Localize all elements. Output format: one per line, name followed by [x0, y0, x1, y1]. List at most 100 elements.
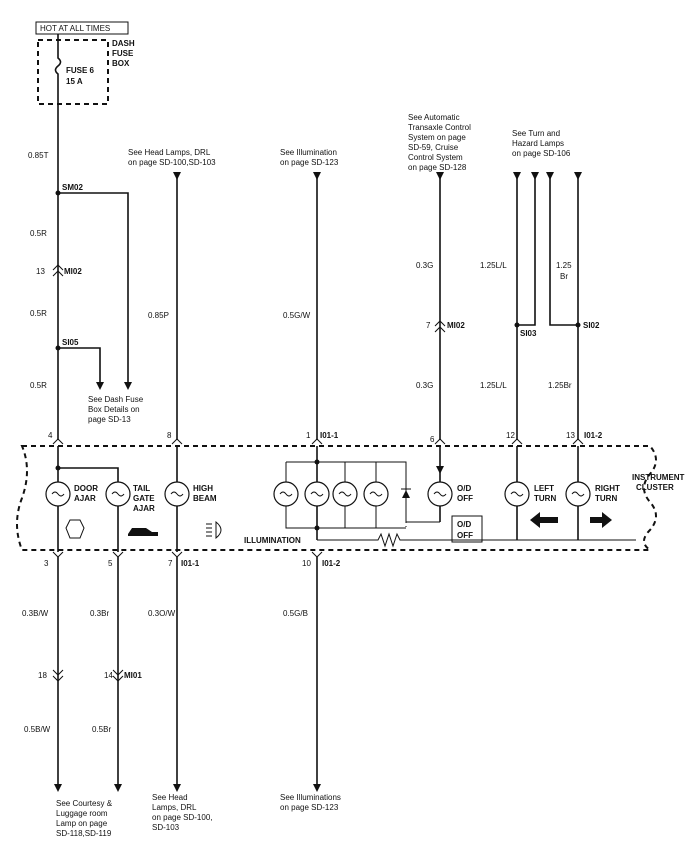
right-turn-2: TURN: [595, 494, 617, 503]
mi01-connector-symbols: [52, 669, 124, 682]
splice-si03: SI03: [520, 329, 537, 338]
ref-courtesy-4: SD-118,SD-119: [56, 829, 112, 838]
pin-12: 12: [506, 431, 515, 440]
wire-05r-a: 0.5R: [30, 229, 47, 238]
cluster-name-1: INSTRUMENT: [632, 473, 685, 482]
wire-03g-b: 0.3G: [416, 381, 433, 390]
mi02-pin: 13: [36, 267, 45, 276]
arrow-courtesy-2: [114, 784, 122, 792]
arrow-head-lamps-bot: [173, 784, 181, 792]
high-beam-2: BEAM: [193, 494, 217, 503]
pin-4: 4: [48, 431, 53, 440]
ref-auto-3: System on page: [408, 133, 466, 142]
io1-1-top: I01-1: [320, 431, 339, 440]
tail-gate-tap-wire: [58, 467, 119, 480]
ref-courtesy-3: Lamp on page: [56, 819, 108, 828]
illumination-lamps: [273, 462, 389, 528]
top-pin-marks: [52, 438, 584, 445]
ref-illum-bot-2: on page SD-123: [280, 803, 339, 812]
high-beam-filament: [170, 491, 184, 497]
mi02b-pin: 7: [426, 321, 431, 330]
mi02b-name: MI02: [447, 321, 465, 330]
pin-8: 8: [167, 431, 172, 440]
turn-wire-right-b: [549, 172, 578, 326]
illumination-resistor-wire: [317, 532, 636, 548]
fuse-name: FUSE 6: [66, 66, 95, 75]
ref-turn-3: on page SD-106: [512, 149, 571, 158]
right-turn-1: RIGHT: [595, 484, 620, 493]
ref-head-lamps-top-1: See Head Lamps, DRL: [128, 148, 211, 157]
hot-label: HOT AT ALL TIMES: [40, 24, 110, 33]
door-ajar-1: DOOR: [74, 484, 98, 493]
wire-085p: 0.85P: [148, 311, 169, 320]
mi01-name: MI01: [124, 671, 142, 680]
wire-05r-b: 0.5R: [30, 309, 47, 318]
pin-10: 10: [302, 559, 311, 568]
ref-head-bot-1: See Head: [152, 793, 188, 802]
si05-branch-wire: [58, 347, 101, 385]
ref-courtesy-1: See Courtesy &: [56, 799, 113, 808]
dash-fuse-box-outline: [37, 39, 109, 105]
splice-si05: SI05: [62, 338, 79, 347]
od-off-box-2: OFF: [457, 531, 473, 540]
splice-sm02: SM02: [62, 183, 83, 192]
ref-head-bot-4: SD-103: [152, 823, 180, 832]
ref-turn-1: See Turn and: [512, 129, 560, 138]
pin-3: 3: [44, 559, 49, 568]
wire-125br-b: 1.25Br: [548, 381, 572, 390]
od-off-box-1: O/D: [457, 520, 471, 529]
right-arrow-icon: [590, 512, 612, 528]
pin-13: 13: [566, 431, 575, 440]
ref-auto-5: Control System: [408, 153, 463, 162]
pin-18: 18: [38, 671, 47, 680]
high-beam-1: HIGH: [193, 484, 213, 493]
od-off-lamp-1: O/D: [457, 484, 471, 493]
wire-05gb: 0.5G/B: [283, 609, 308, 618]
io1-2-bot: I01-2: [322, 559, 341, 568]
tail-gate-3: AJAR: [133, 504, 155, 513]
arrow-courtesy-1: [54, 784, 62, 792]
cluster-splice-door: [55, 465, 61, 471]
car-door-open-icon: [65, 519, 85, 539]
io1-2-top: I01-2: [584, 431, 603, 440]
wire-03ow: 0.3O/W: [148, 609, 176, 618]
ref-illumination-top-1: See Illumination: [280, 148, 337, 157]
ref-courtesy-2: Luggage room: [56, 809, 108, 818]
ref-head-bot-3: on page SD-100,: [152, 813, 213, 822]
arrow-illumination-bot: [313, 784, 321, 792]
ref-auto-1: See Automatic: [408, 113, 460, 122]
left-turn-1: LEFT: [534, 484, 554, 493]
diode-icon: [402, 490, 410, 498]
cluster-name-2: CLUSTER: [636, 483, 674, 492]
od-off-lamp-2: OFF: [457, 494, 473, 503]
fuse-box-label-3: BOX: [112, 59, 130, 68]
door-ajar-filament: [51, 491, 65, 497]
ref-turn-2: Hazard Lamps: [512, 139, 564, 148]
ref-auto-4: SD-59, Cruise: [408, 143, 459, 152]
turn-wire-left-b: [517, 172, 536, 326]
headlamp-icon: [215, 520, 222, 540]
ref-dash-fuse-2: Box Details on: [88, 405, 140, 414]
io1-1-bot: I01-1: [181, 559, 200, 568]
connector-mi02-symbol: [52, 264, 64, 277]
sm02-branch-wire: [58, 192, 129, 385]
pin-7: 7: [168, 559, 173, 568]
wire-05gw: 0.5G/W: [283, 311, 311, 320]
ref-auto-6: on page SD-128: [408, 163, 467, 172]
od-off-box: [451, 515, 483, 543]
car-trunk-icon: [128, 528, 158, 536]
wire-03g-a: 0.3G: [416, 261, 433, 270]
illum-splice-bot: [314, 525, 320, 531]
mi02-name: MI02: [64, 267, 82, 276]
wire-03br: 0.3Br: [90, 609, 109, 618]
pin-6: 6: [430, 435, 435, 444]
wire-125ll-a: 1.25L/L: [480, 261, 507, 270]
fuse-box-label-2: FUSE: [112, 49, 134, 58]
tail-gate-2: GATE: [133, 494, 155, 503]
pin-1: 1: [306, 431, 311, 440]
turn-filaments: [510, 491, 585, 497]
arrow-si05: [96, 382, 104, 390]
tail-gate-1: TAIL: [133, 484, 150, 493]
splice-si02-dot: [575, 322, 581, 328]
